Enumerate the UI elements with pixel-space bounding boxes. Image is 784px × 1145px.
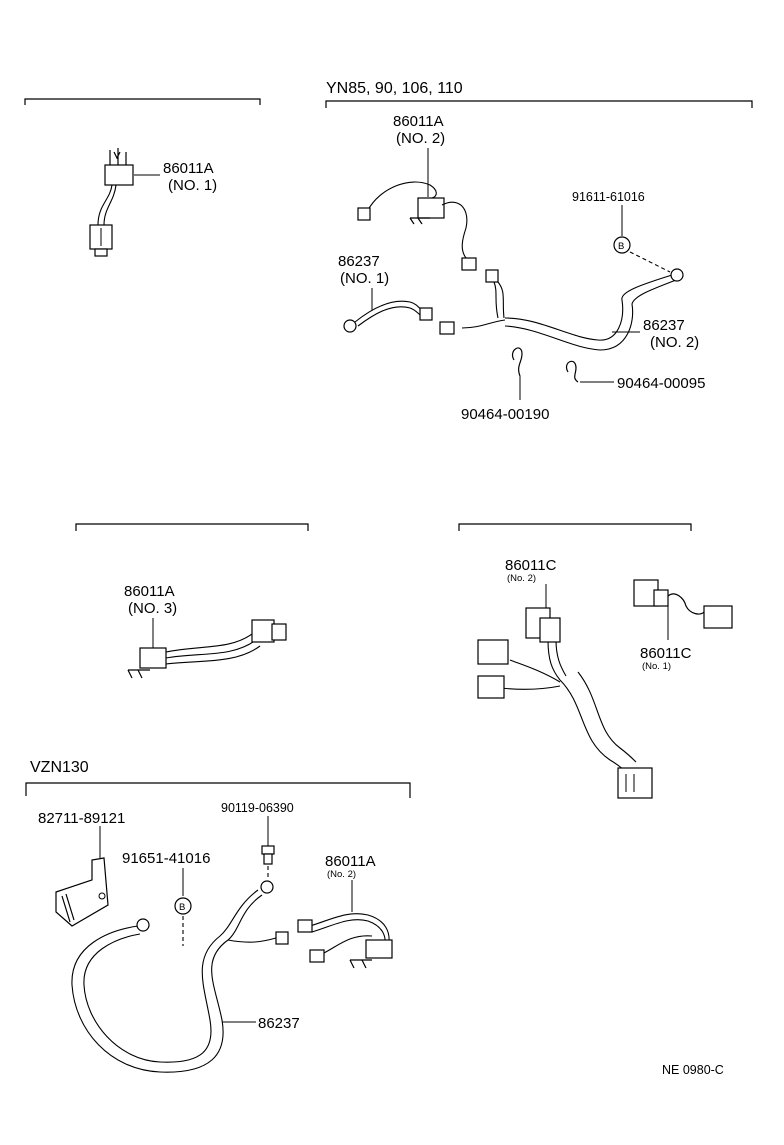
section-bracket	[24, 98, 261, 105]
part-number-90464-00190: 90464-00190	[461, 406, 549, 423]
part-note-86011a-vzn: (No. 2)	[327, 869, 356, 880]
part-number-91611: 91611-61016	[572, 190, 645, 204]
ring-terminal-icon	[343, 319, 357, 333]
diagram-code: NE 0980-C	[662, 1063, 724, 1077]
connector-icon	[439, 321, 455, 335]
connector-icon	[357, 207, 371, 221]
part-note-no2: (NO. 2)	[396, 130, 445, 147]
harness-86237-no2	[439, 268, 684, 351]
connector-icon	[485, 269, 499, 283]
bracket-icon	[55, 857, 109, 927]
section-bracket	[25, 782, 411, 798]
section-top-left: 86011A (NO. 1)	[24, 98, 261, 257]
wire	[441, 201, 468, 259]
part-number-86237-no1: 86237	[338, 253, 380, 270]
connector-icon	[251, 619, 287, 643]
connector-icon	[477, 639, 509, 665]
wire	[367, 181, 437, 211]
bolt-marker-text: B	[618, 241, 624, 252]
section-bracket	[325, 100, 753, 108]
part-number-86237-vzn: 86237	[258, 1015, 300, 1032]
part-note-no3: (NO. 3)	[128, 600, 177, 617]
part-number-86011c-no2: 86011C	[505, 557, 557, 574]
bolt-marker-icon	[613, 236, 631, 254]
connector-icon	[477, 675, 505, 699]
connector-icon	[539, 617, 561, 643]
ring-terminal-icon	[260, 880, 274, 894]
connector-icon	[297, 919, 313, 933]
bolt-icon	[261, 845, 275, 865]
connector-icon	[703, 605, 733, 629]
part-number-86237-no2: 86237	[643, 317, 685, 334]
part-number-90119: 90119-06390	[221, 801, 294, 815]
part-number-82711: 82711-89121	[38, 810, 125, 827]
clamp-icon	[566, 360, 579, 383]
harness-86237-no1	[343, 300, 433, 333]
wire	[165, 645, 261, 665]
part-note-86011c-no1: (No. 1)	[642, 661, 671, 672]
part-note-86237-no2: (NO. 2)	[650, 334, 699, 351]
section-vzn130: VZN130 82711-89121 90119-06390 91651-410…	[25, 759, 411, 1073]
bolt-marker-text: B	[179, 902, 185, 913]
connector-icon	[275, 931, 289, 945]
clamp-icon	[512, 347, 523, 377]
relay-icon	[97, 148, 134, 226]
ring-terminal-icon	[136, 918, 150, 932]
harness-86237-vzn	[71, 880, 289, 1073]
section-bracket	[75, 523, 309, 531]
ring-terminal-icon	[670, 268, 684, 282]
part-number-91651: 91651-41016	[122, 850, 210, 867]
connector-icon	[461, 257, 477, 271]
dashed-leader	[629, 251, 671, 273]
part-note-86011c-no2: (No. 2)	[507, 573, 536, 584]
connector-icon	[309, 949, 325, 963]
part-number-86011a-no3: 86011A	[124, 583, 175, 600]
harness-86011c-no1	[633, 579, 733, 629]
relay-icon	[127, 647, 167, 679]
section-bracket	[458, 523, 692, 531]
section-mid-left: 86011A (NO. 3)	[75, 523, 309, 679]
relay-icon	[365, 939, 393, 959]
part-note-no1: (NO. 1)	[168, 177, 217, 194]
part-number-86011a-no2: 86011A	[393, 113, 444, 130]
harness-86011a-vzn	[297, 913, 393, 969]
part-note-86237-no1: (NO. 1)	[340, 270, 389, 287]
connector-icon	[89, 224, 113, 257]
bolt-marker-icon	[174, 897, 192, 915]
relay-icon	[409, 197, 445, 225]
section-yn-models: YN85, 90, 106, 110 86011A (NO. 2) 91611-…	[325, 80, 753, 423]
section-header-yn: YN85, 90, 106, 110	[326, 80, 463, 97]
connector-icon	[617, 767, 653, 799]
wire	[165, 639, 257, 659]
section-mid-right: 86011C (No. 2) 86011C (No. 1)	[458, 523, 733, 799]
part-number-90464-00095: 90464-00095	[617, 375, 705, 392]
harness-86011c-no2	[477, 607, 653, 799]
connector-icon	[419, 307, 433, 321]
section-header-vzn: VZN130	[30, 759, 89, 776]
wire	[165, 633, 253, 653]
part-number-86011a-vzn: 86011A	[325, 853, 376, 870]
part-number-86011a-no1: 86011A	[163, 160, 214, 177]
part-number-86011c-no1: 86011C	[640, 645, 692, 662]
